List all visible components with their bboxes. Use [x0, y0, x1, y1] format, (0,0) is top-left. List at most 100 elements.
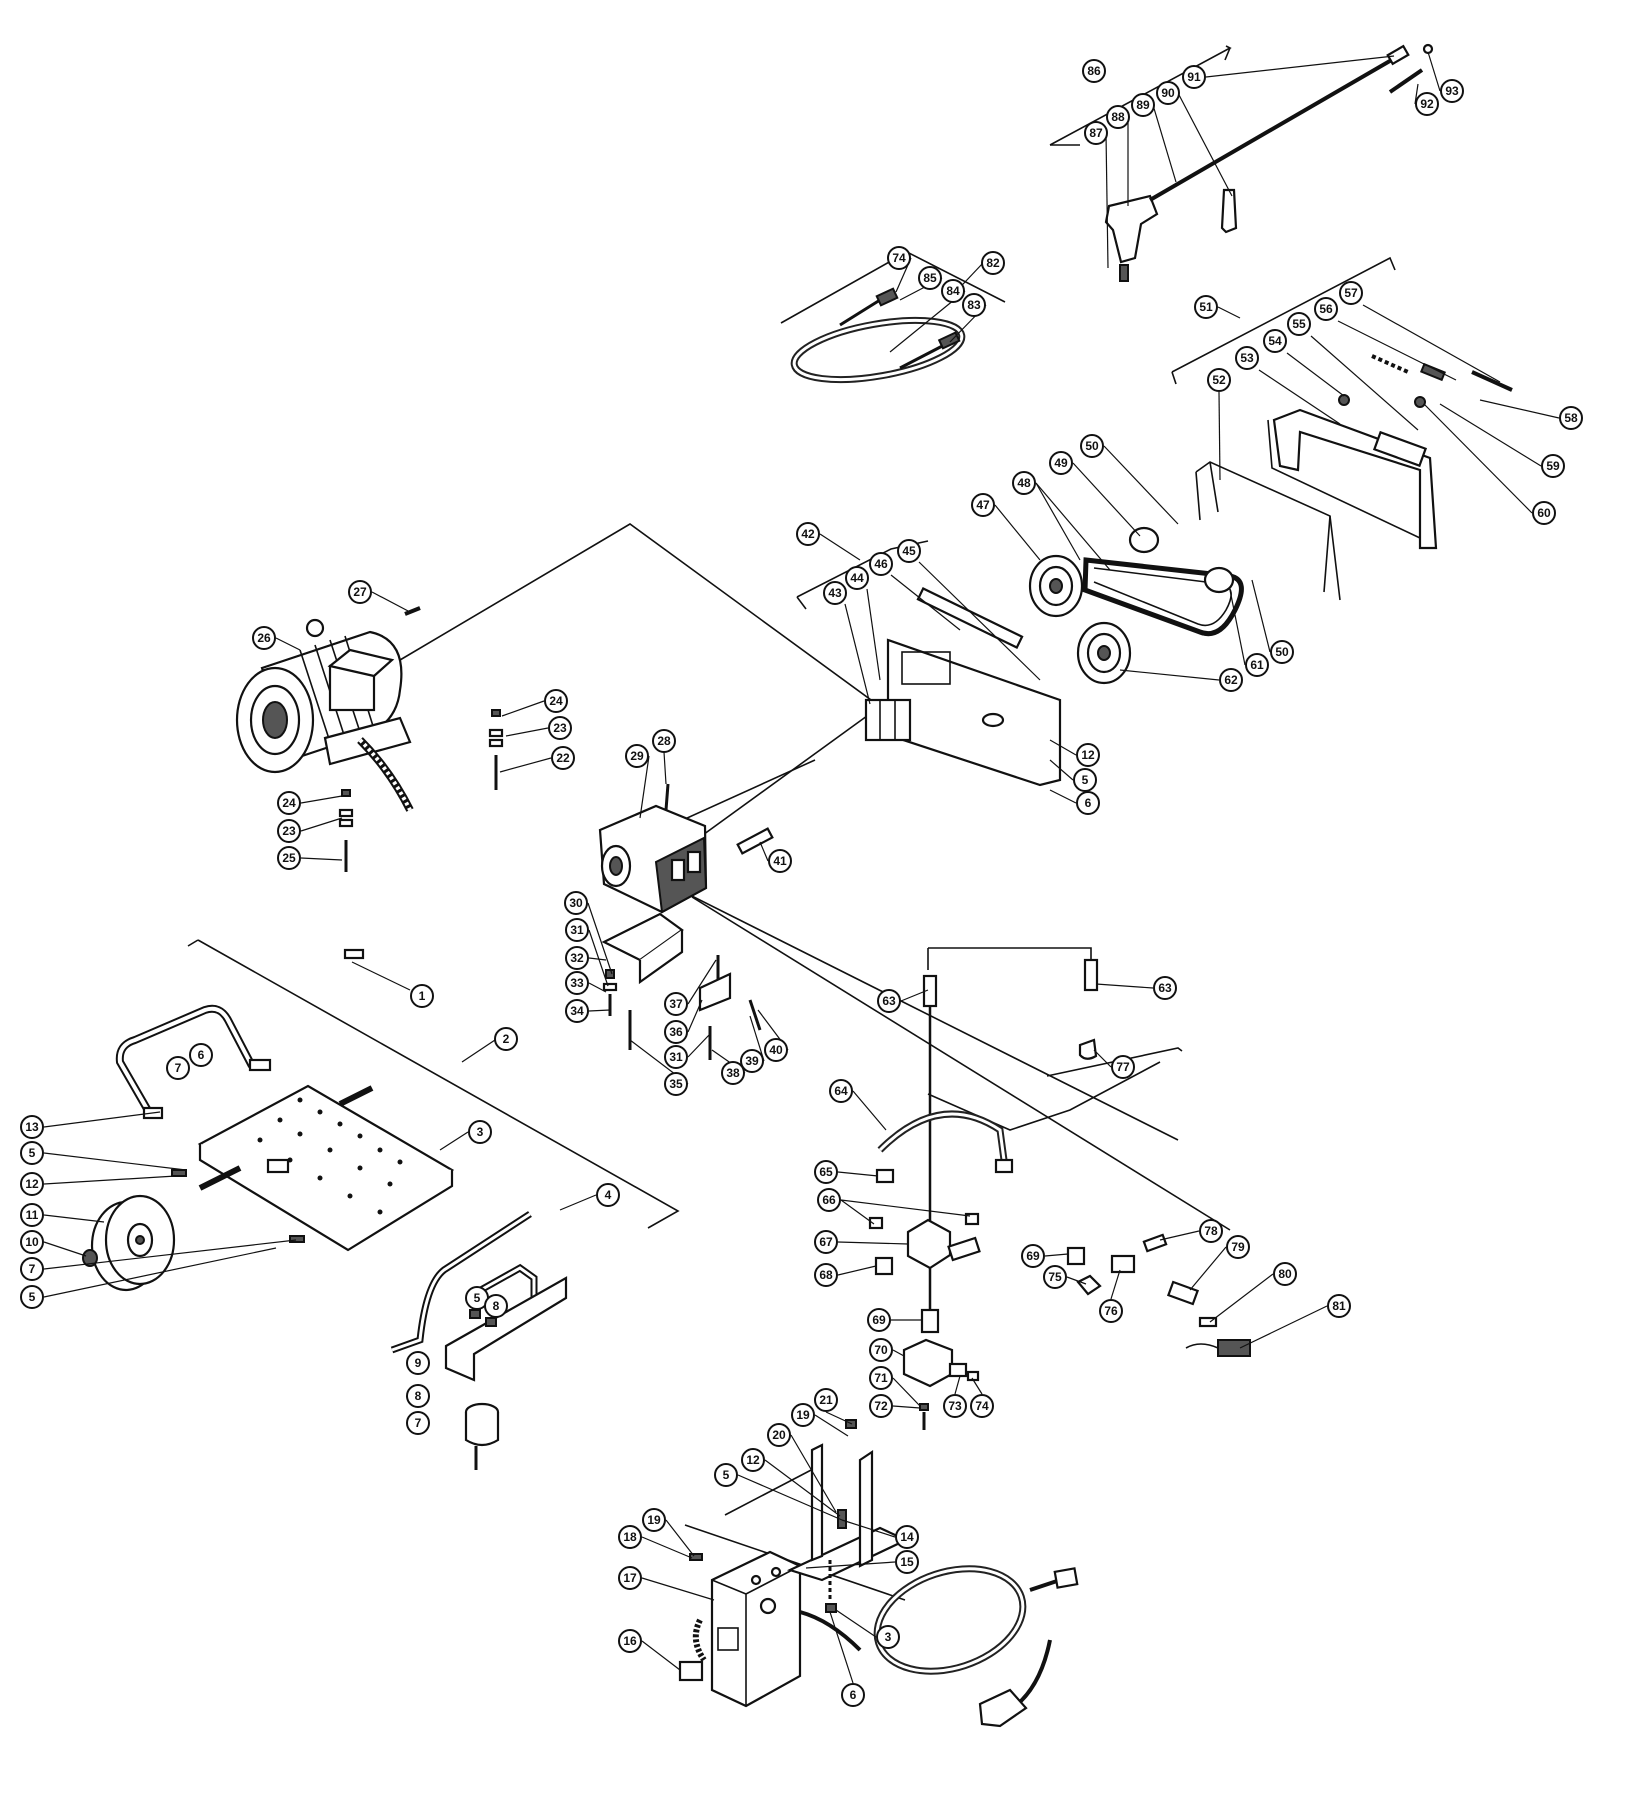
callout-7: 7	[20, 1257, 44, 1281]
callout-77: 77	[1111, 1055, 1135, 1079]
callout-circle	[814, 1388, 838, 1412]
callout-5: 5	[714, 1463, 738, 1487]
callout-4: 4	[596, 1183, 620, 1207]
callout-circle	[252, 626, 276, 650]
callout-number: 62	[1224, 673, 1238, 687]
callout-circle	[664, 1045, 688, 1069]
callout-35: 35	[664, 1072, 688, 1096]
callout-circle	[20, 1257, 44, 1281]
leader-line	[1095, 983, 1154, 989]
callout-circle	[1339, 281, 1363, 305]
callout-circle	[1245, 653, 1269, 677]
callout-number: 15	[900, 1555, 914, 1569]
callout-91: 91	[1182, 65, 1206, 89]
leader-line	[866, 588, 881, 681]
callout-number: 79	[1231, 1240, 1245, 1254]
callout-circle	[348, 580, 372, 604]
callout-70: 70	[869, 1338, 893, 1362]
leader-line	[1218, 391, 1221, 481]
callout-number: 27	[353, 585, 367, 599]
callout-57: 57	[1339, 281, 1363, 305]
callout-24: 24	[544, 689, 568, 713]
callout-88: 88	[1106, 105, 1130, 129]
callout-circle	[895, 1525, 919, 1549]
leader-line	[1152, 104, 1177, 183]
callout-53: 53	[1235, 346, 1259, 370]
callout-86: 86	[1082, 59, 1106, 83]
callout-number: 58	[1564, 411, 1578, 425]
callout-number: 13	[25, 1120, 39, 1134]
leader-line	[837, 1171, 879, 1177]
leader-line	[852, 1090, 887, 1131]
callout-34: 34	[565, 999, 589, 1023]
callout-30: 30	[564, 891, 588, 915]
callout-68: 68	[814, 1263, 838, 1287]
callout-71: 71	[869, 1366, 893, 1390]
leader-line	[892, 1377, 921, 1407]
callout-59: 59	[1541, 454, 1565, 478]
leader-line	[43, 1239, 297, 1270]
leader-line	[1479, 399, 1560, 419]
pump-bracket	[601, 912, 762, 1060]
leader-line	[371, 591, 411, 613]
spray-gun-lance	[1104, 43, 1434, 282]
leader-line	[840, 1199, 875, 1225]
callout-number: 78	[1204, 1224, 1218, 1238]
callout-number: 9	[415, 1356, 422, 1370]
leader-line	[461, 1039, 496, 1063]
callout-76: 76	[1099, 1299, 1123, 1323]
callout-circle	[277, 791, 301, 815]
leader-line	[1103, 445, 1179, 525]
callout-circle	[1182, 65, 1206, 89]
electrical-box-assembly	[678, 1419, 1079, 1728]
callout-5: 5	[20, 1141, 44, 1165]
callout-circle	[764, 1038, 788, 1062]
callout-47: 47	[971, 493, 995, 517]
callout-number: 50	[1085, 439, 1099, 453]
callout-circle	[20, 1203, 44, 1227]
leader-line	[43, 1247, 277, 1298]
leader-line	[439, 1131, 469, 1151]
callout-number: 60	[1537, 506, 1551, 520]
callout-31: 31	[565, 918, 589, 942]
callout-circle	[970, 1394, 994, 1418]
callout-number: 34	[570, 1004, 584, 1018]
callout-number: 69	[1026, 1249, 1040, 1263]
callout-number: 2	[503, 1032, 510, 1046]
callout-number: 92	[1420, 97, 1434, 111]
callout-number: 41	[773, 854, 787, 868]
callout-number: 23	[553, 721, 567, 735]
callout-circle	[1559, 406, 1583, 430]
callout-42: 42	[796, 522, 820, 546]
callout-number: 42	[801, 527, 815, 541]
callout-circle	[1273, 1262, 1297, 1286]
callout-31: 31	[664, 1045, 688, 1069]
callout-74: 74	[970, 1394, 994, 1418]
callout-number: 10	[25, 1235, 39, 1249]
callout-33: 33	[565, 971, 589, 995]
leader-line	[840, 1199, 971, 1217]
callout-81: 81	[1327, 1294, 1351, 1318]
callout-46: 46	[869, 552, 893, 576]
callout-11: 11	[20, 1203, 44, 1227]
callout-number: 61	[1250, 658, 1264, 672]
leader-line	[971, 1377, 983, 1395]
callout-number: 36	[669, 1025, 683, 1039]
leader-line	[994, 504, 1041, 561]
callout-63: 63	[1153, 976, 1177, 1000]
callout-27: 27	[348, 580, 372, 604]
callout-number: 68	[819, 1268, 833, 1282]
callout-number: 50	[1275, 645, 1289, 659]
leader-line	[819, 533, 861, 561]
callout-58: 58	[1559, 406, 1583, 430]
callout-67: 67	[814, 1230, 838, 1254]
leader-line	[1049, 789, 1077, 804]
callout-circle	[20, 1285, 44, 1309]
callout-39: 39	[740, 1049, 764, 1073]
pump-unit	[598, 783, 774, 914]
leader-line	[759, 841, 769, 862]
callout-circle	[468, 1120, 492, 1144]
leader-line	[351, 961, 411, 991]
leader-line	[1217, 306, 1241, 319]
callout-circle	[548, 716, 572, 740]
